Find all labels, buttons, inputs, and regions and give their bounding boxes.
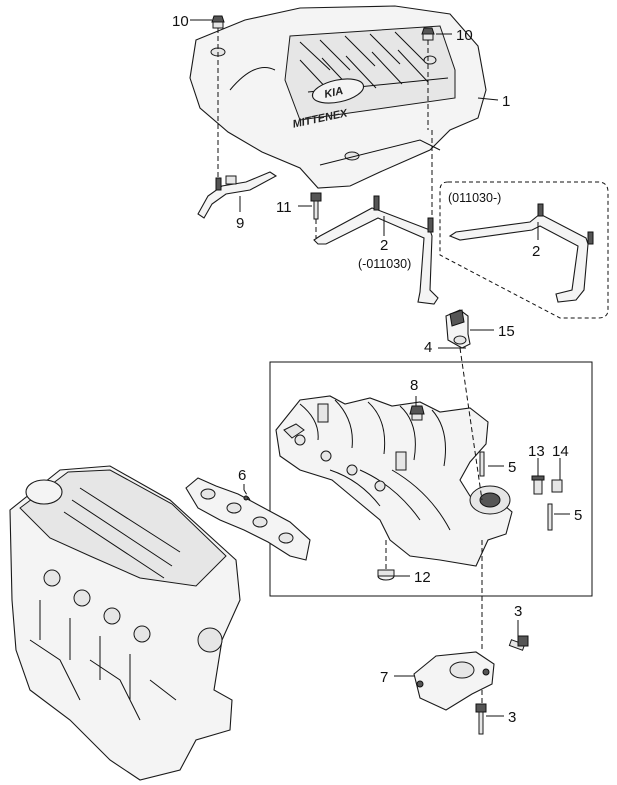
callout-1: 1 <box>502 93 510 110</box>
nut-10-right <box>421 27 435 41</box>
manifold-box <box>269 361 593 597</box>
bolt-3-lower <box>475 703 487 735</box>
callout-2-early: 2 <box>380 237 388 254</box>
callout-5-lower: 5 <box>574 507 582 524</box>
fitting-14 <box>551 479 563 493</box>
cover-logo-brand: KIA <box>323 85 344 101</box>
sensor-15 <box>445 309 471 349</box>
bracket-2-late <box>448 203 594 303</box>
gasket-6 <box>185 477 311 561</box>
callout-9: 9 <box>236 215 244 232</box>
callout-13: 13 <box>528 443 545 460</box>
nut-10-left <box>211 15 225 29</box>
callout-3-lower: 3 <box>508 709 516 726</box>
callout-4: 4 <box>424 339 432 356</box>
leader-lines <box>190 19 570 717</box>
bracket-9 <box>197 171 278 219</box>
callout-10-left: 10 <box>172 13 189 30</box>
nut-8 <box>409 405 425 421</box>
callout-7: 7 <box>380 669 388 686</box>
stud-5-upper <box>479 451 485 477</box>
engine-cover: KIA MITTENEX <box>189 5 487 189</box>
callout-2-late-code: (011030-) <box>448 191 501 205</box>
fitting-13 <box>531 475 545 495</box>
assembly-guides <box>217 28 483 704</box>
bolt-11 <box>310 192 322 220</box>
callout-11: 11 <box>276 199 292 216</box>
bracket-7 <box>413 651 495 711</box>
variant-box <box>439 181 609 319</box>
bolt-3-upper <box>508 635 529 651</box>
bracket-2-early <box>313 195 439 305</box>
callout-12: 12 <box>414 569 431 586</box>
engine-block <box>9 465 241 781</box>
callout-2-late: 2 <box>532 243 540 260</box>
callout-3-upper: 3 <box>514 603 522 620</box>
callout-10-right: 10 <box>456 27 473 44</box>
intake-manifold <box>275 395 513 567</box>
callout-14: 14 <box>552 443 569 460</box>
callout-15: 15 <box>498 323 515 340</box>
callout-8: 8 <box>410 377 418 394</box>
plug-12 <box>377 569 395 581</box>
stud-5-lower <box>547 503 553 531</box>
callout-5-upper: 5 <box>508 459 516 476</box>
callout-2-early-code: (-011030) <box>358 257 411 271</box>
callout-6: 6 <box>238 467 246 484</box>
